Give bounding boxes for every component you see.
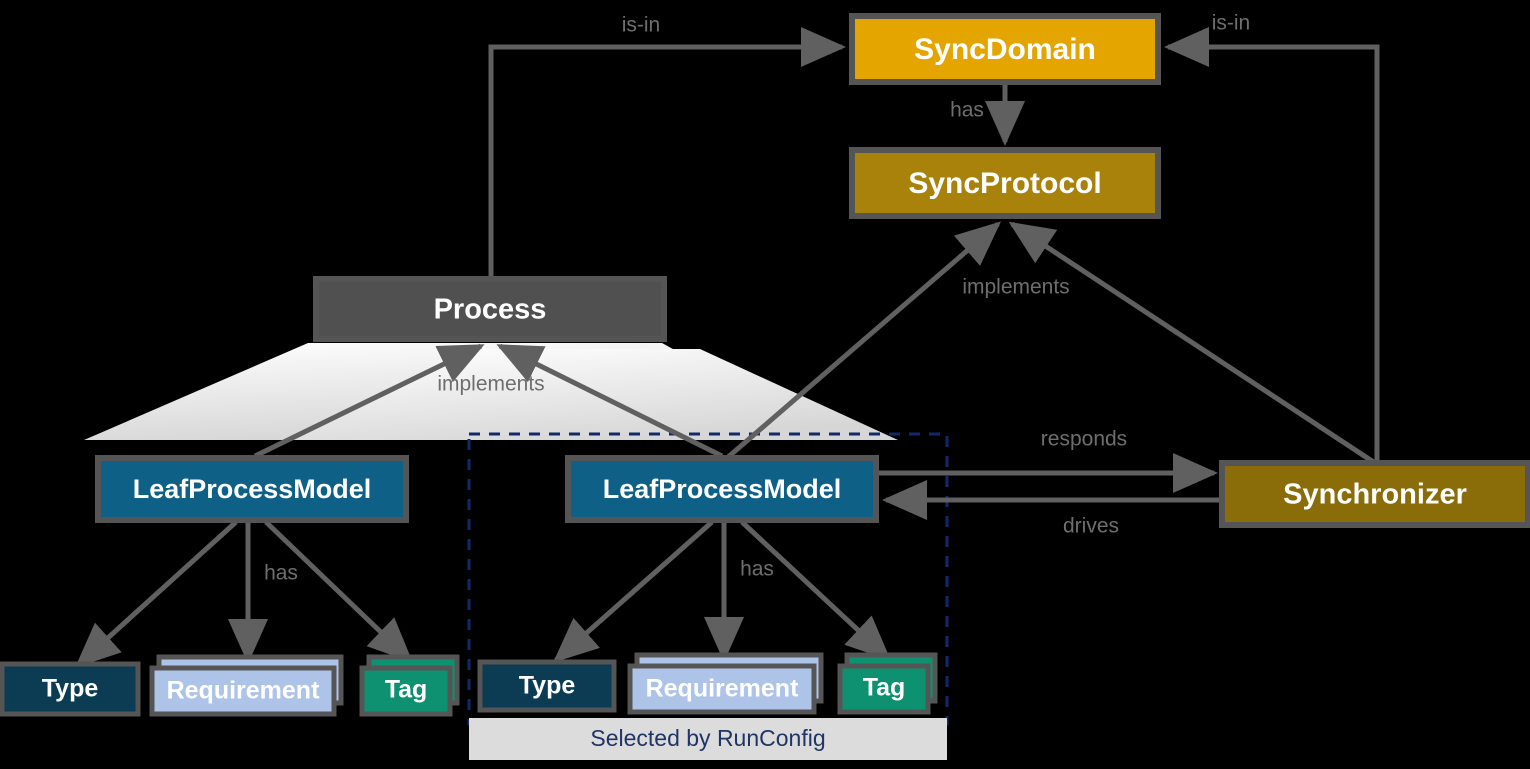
node-sync-domain[interactable]: SyncDomain	[849, 13, 1161, 85]
tag-left-label: Tag	[385, 676, 428, 704]
leaf-children-right: Type Requirement Tag	[477, 659, 931, 715]
runconfig-caption-label: Selected by RunConfig	[590, 725, 825, 751]
label-implements-process: implements	[437, 373, 544, 396]
runconfig-caption: Selected by RunConfig	[469, 718, 947, 760]
edge-synchronizer-is-in-syncdomain	[1163, 27, 1380, 463]
node-sync-protocol[interactable]: SyncProtocol	[849, 147, 1161, 219]
tag-right-label: Tag	[863, 674, 906, 702]
edge-leafright-has-tag	[740, 520, 891, 661]
node-process[interactable]: Process	[313, 276, 667, 342]
sync-protocol-label: SyncProtocol	[908, 167, 1101, 200]
node-requirement-left[interactable]: Requirement	[149, 665, 337, 717]
label-responds: responds	[1041, 428, 1127, 451]
node-type-right[interactable]: Type	[477, 659, 617, 713]
edge-leaf-implements-syncprotocol	[725, 221, 1002, 460]
node-leaf-process-model-left[interactable]: LeafProcessModel	[95, 455, 409, 523]
label-has-domain: has	[950, 99, 984, 122]
edge-leafleft-implements-process	[253, 343, 485, 459]
node-type-left[interactable]: Type	[0, 661, 141, 717]
edge-leafright-implements-process	[496, 343, 724, 459]
leaf-children-left: Type Requirement Tag	[0, 661, 453, 717]
edge-process-is-in-syncdomain	[488, 27, 847, 279]
label-has-right: has	[740, 558, 774, 581]
requirement-right-label: Requirement	[646, 675, 799, 703]
edge-synchronizer-implements-syncprotocol	[1008, 221, 1377, 466]
node-tag-right[interactable]: Tag	[837, 663, 931, 715]
edge-group	[75, 27, 1380, 668]
sync-domain-label: SyncDomain	[914, 33, 1096, 66]
node-leaf-process-model-right[interactable]: LeafProcessModel	[565, 455, 879, 523]
node-requirement-right[interactable]: Requirement	[627, 663, 817, 715]
leaf-left-label: LeafProcessModel	[133, 474, 372, 504]
label-is-in-right: is-in	[1212, 12, 1251, 35]
requirement-left-label: Requirement	[167, 677, 320, 705]
edge-label-group: is-in is-in has implements implements re…	[264, 12, 1250, 585]
edge-leafright-has-type	[553, 520, 714, 663]
edge-leafleft-has-type	[75, 520, 238, 668]
process-label: Process	[434, 294, 547, 326]
label-implements-sync: implements	[962, 276, 1069, 299]
type-right-label: Type	[519, 672, 576, 700]
edge-leafleft-has-tag	[264, 520, 413, 663]
label-drives: drives	[1063, 515, 1119, 538]
label-has-left: has	[264, 562, 298, 585]
label-is-in-left: is-in	[622, 14, 661, 37]
leaf-right-label: LeafProcessModel	[603, 474, 842, 504]
synchronizer-label: Synchronizer	[1283, 479, 1467, 511]
type-left-label: Type	[42, 675, 99, 703]
node-synchronizer[interactable]: Synchronizer	[1219, 460, 1530, 528]
node-tag-left[interactable]: Tag	[359, 665, 453, 717]
